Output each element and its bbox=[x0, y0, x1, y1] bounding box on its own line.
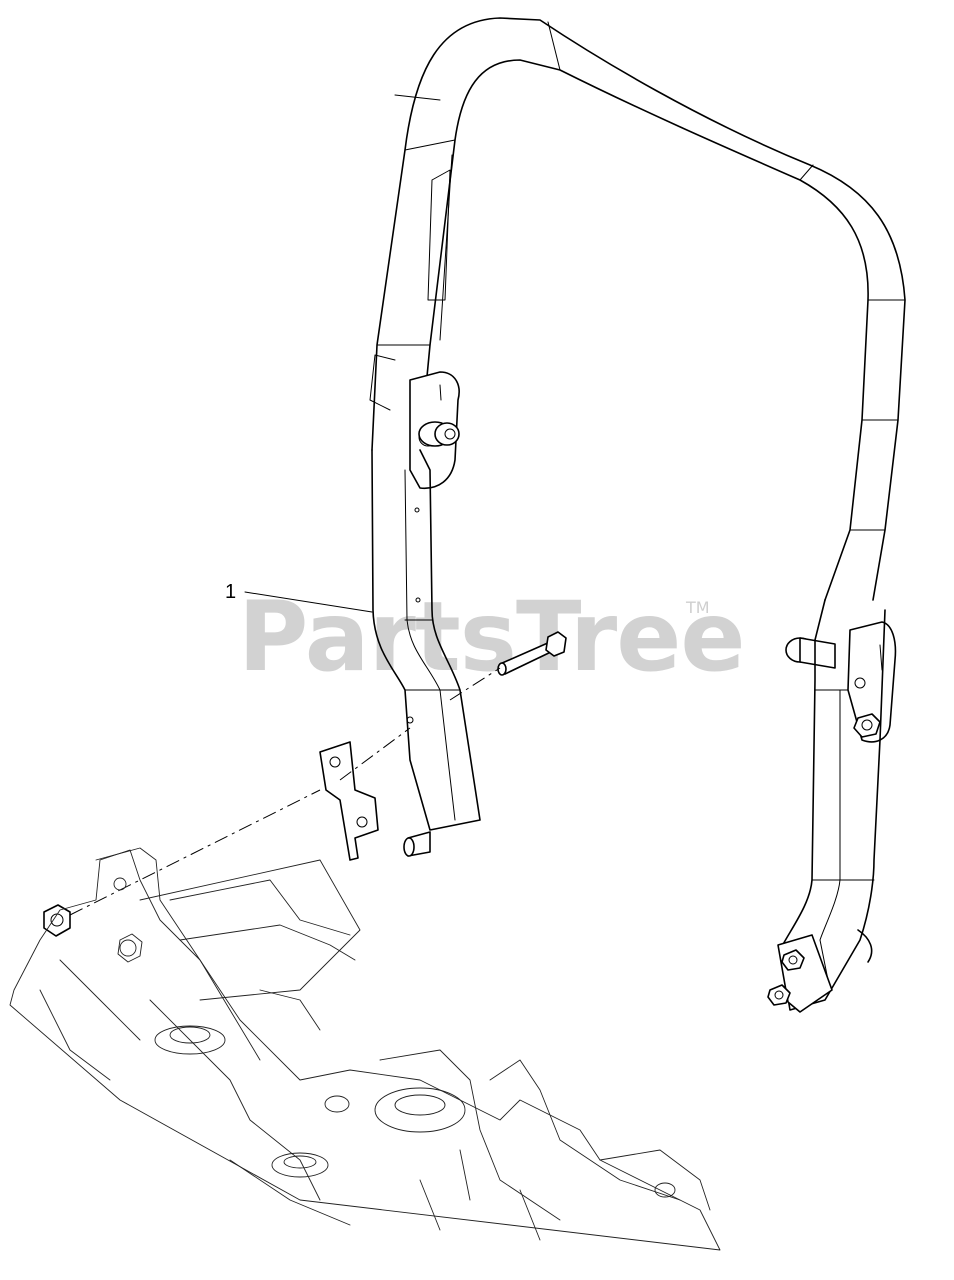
right-foot-bolt-1 bbox=[781, 949, 805, 971]
left-lower-leg bbox=[371, 449, 481, 831]
roll-bar-hinge-left bbox=[369, 354, 396, 411]
roll-bar-decal bbox=[427, 169, 451, 301]
watermark: PartsTree TM bbox=[238, 581, 745, 693]
hex-nut bbox=[43, 904, 71, 937]
left-leg-pin bbox=[403, 831, 431, 857]
right-hinge-hole bbox=[854, 677, 866, 689]
assembly-centerline bbox=[69, 667, 501, 916]
left-hinge-knob bbox=[418, 421, 460, 447]
left-leg-hole-3 bbox=[414, 507, 420, 513]
roll-bar-inner bbox=[419, 59, 869, 601]
left-leg-bands bbox=[404, 619, 461, 691]
mower-frame bbox=[9, 847, 721, 1251]
right-hinge-bolt bbox=[853, 713, 881, 738]
callout-label: 1 bbox=[225, 581, 236, 603]
roll-bar-segment-lines bbox=[376, 21, 906, 531]
left-leg-hole-1 bbox=[406, 716, 414, 724]
right-foot-bolt-2 bbox=[767, 984, 791, 1006]
callout-leader-line bbox=[244, 591, 373, 613]
watermark-trademark: TM bbox=[685, 598, 710, 617]
callout-1: 1 bbox=[225, 581, 373, 613]
roll-bar bbox=[369, 17, 906, 1013]
right-leg-crease bbox=[819, 689, 841, 991]
right-hinge-slot bbox=[879, 644, 883, 671]
right-leg-hook bbox=[857, 929, 873, 963]
left-hinge-slot bbox=[439, 384, 442, 401]
left-leg-hole-2 bbox=[415, 597, 421, 603]
right-leg-bands bbox=[811, 689, 875, 881]
right-hinge-knob bbox=[785, 637, 836, 669]
watermark-text: PartsTree bbox=[238, 581, 744, 693]
roll-bar-outer bbox=[371, 17, 906, 601]
spacer-plate bbox=[319, 741, 379, 861]
